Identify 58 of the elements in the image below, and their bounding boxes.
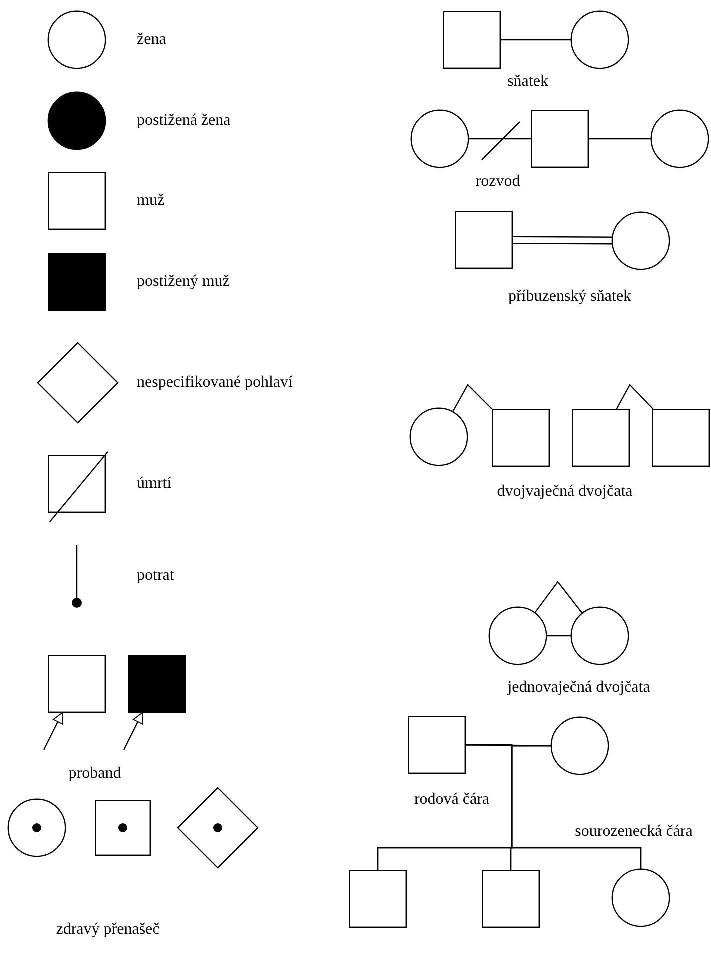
filled-circle-symbol <box>47 91 107 151</box>
filled-square-symbol <box>127 654 187 714</box>
connector-line <box>469 138 531 140</box>
square-symbol <box>454 210 514 270</box>
circle-symbol <box>409 407 469 467</box>
connector-line <box>547 635 571 637</box>
circle-symbol <box>650 109 710 169</box>
filled-square-symbol <box>47 252 107 312</box>
symbol-caption: jednovaječná dvojčata <box>508 679 650 697</box>
symbol-caption: rozvod <box>476 173 520 191</box>
circle-symbol <box>611 211 671 271</box>
circle-symbol <box>550 716 610 776</box>
square-symbol <box>481 869 541 929</box>
dotted-circle-symbol <box>7 798 67 858</box>
symbol-caption: zdravý přenašeč <box>56 921 160 939</box>
connector-line <box>534 581 583 614</box>
symbol-caption: postižená žena <box>137 112 231 130</box>
square-symbol <box>651 408 711 468</box>
symbol-caption: sňatek <box>508 73 548 91</box>
square-symbol <box>571 408 631 468</box>
circle-symbol <box>488 606 548 666</box>
circle-symbol <box>570 606 630 666</box>
connector-line <box>466 744 551 746</box>
arrow <box>43 712 64 750</box>
connector-line <box>511 745 642 869</box>
symbol-caption: úmrtí <box>137 475 172 493</box>
square-symbol <box>348 869 408 929</box>
symbol-caption: rodová čára <box>414 791 490 809</box>
diamond-symbol <box>37 342 119 424</box>
square-symbol <box>491 408 551 468</box>
dotted-square-symbol <box>94 799 152 857</box>
symbol-caption: žena <box>137 31 166 49</box>
square-symbol <box>47 654 107 714</box>
circle-symbol <box>570 10 630 70</box>
square-symbol <box>47 171 107 231</box>
symbol-caption: proband <box>68 765 122 783</box>
symbol-caption: dvojvaječná dvojčata <box>497 483 633 501</box>
miscarriage-symbol <box>71 545 83 609</box>
circle-symbol <box>611 868 671 928</box>
symbol-caption: muž <box>137 192 165 210</box>
symbol-caption: potrat <box>137 567 174 585</box>
circle-symbol <box>410 109 470 169</box>
symbol-caption: nespecifikované pohlaví <box>137 374 293 392</box>
square-symbol <box>407 715 467 775</box>
symbol-caption: postižený muž <box>137 273 230 291</box>
square-symbol <box>47 454 107 514</box>
connector-line <box>616 384 654 410</box>
connector-line <box>452 384 492 412</box>
symbol-caption: sourozenecká čára <box>575 823 693 841</box>
square-symbol <box>442 10 502 70</box>
dotted-diamond-symbol <box>177 787 259 869</box>
arrow <box>123 712 144 750</box>
double-line <box>512 236 612 245</box>
symbol-caption: příbuzenský sňatek <box>508 288 632 306</box>
connector-line <box>501 39 571 41</box>
connector-line <box>589 138 651 140</box>
square-symbol <box>530 109 590 169</box>
circle-symbol <box>47 10 107 70</box>
